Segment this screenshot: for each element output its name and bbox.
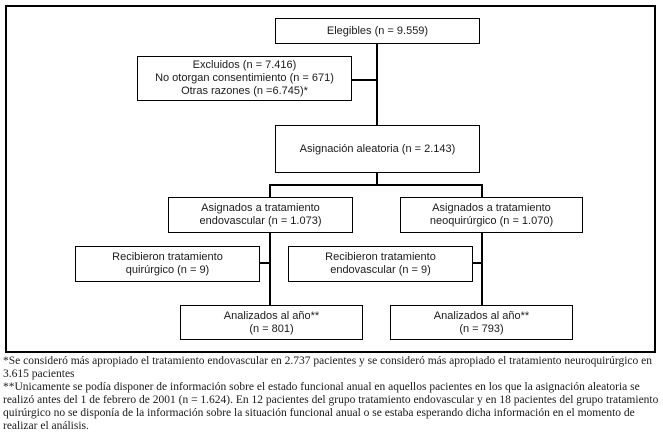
footnote-asterisk: *Se consideró más apropiado el tratamien… (3, 355, 653, 380)
box-asignados-endovascular: Asignados a tratamiento endovascular (n … (168, 197, 353, 233)
box-analizados-neoquirurgico: Analizados al año** (n = 793) (390, 305, 573, 340)
connector-excluidos (352, 79, 377, 81)
connector-branch-left-drop (269, 184, 271, 198)
box-recibieron-quirurgico: Recibieron tratamiento quirúrgico (n = 9… (75, 246, 260, 282)
box-recibieron-quirurgico-line2: quirúrgico (n = 9) (125, 264, 210, 276)
box-analizados-neoquirurgico-line1: Analizados al año** (433, 309, 530, 322)
footnotes: *Se consideró más apropiado el tratamien… (3, 355, 661, 433)
box-elegibles: Elegibles (n = 9.559) (275, 18, 480, 44)
box-recibieron-endovascular-line1: Recibieron tratamiento (325, 251, 436, 263)
connector-endovascular-to-analizados (269, 233, 271, 305)
connector-branch-right-drop (481, 184, 483, 198)
box-recibieron-endovascular: Recibieron tratamiento endovascular (n =… (288, 246, 473, 282)
box-analizados-neoquirurgico-line2: (n = 793) (459, 322, 504, 335)
box-analizados-endovascular-line1: Analizados al año** (223, 309, 320, 322)
box-asignados-endovascular-line1: Asignados a tratamiento (201, 202, 320, 214)
connector-elegibles-to-asignacion (376, 44, 378, 125)
box-asignados-neoquirurgico-line1: Asignados a tratamiento (432, 202, 551, 214)
box-excluidos-line2: No otorgan consentimiento (n = 671) (155, 72, 334, 84)
box-recibieron-endovascular-line2: endovascular (n = 9) (330, 264, 431, 276)
box-excluidos: Excluidos (n = 7.416) No otorgan consent… (137, 56, 352, 101)
box-asignacion-aleatoria: Asignación aleatoria (n = 2.143) (275, 125, 480, 173)
box-asignados-neoquirurgico-line2: neoquirúrgico (n = 1.070) (429, 215, 554, 227)
box-excluidos-line1: Excluidos (n = 7.416) (192, 59, 297, 71)
box-asignados-endovascular-line2: endovascular (n = 1.073) (199, 215, 322, 227)
connector-recibieron-quirurgico (259, 262, 270, 264)
footnote-double-asterisk: **Unicamente se podía disponer de inform… (3, 381, 659, 432)
box-elegibles-label: Elegibles (n = 9.559) (326, 24, 429, 37)
box-asignados-neoquirurgico: Asignados a tratamiento neoquirúrgico (n… (400, 197, 583, 233)
connector-branch-horizontal (269, 184, 483, 186)
box-analizados-endovascular-line2: (n = 801) (249, 322, 294, 335)
connector-recibieron-endovascular (472, 262, 482, 264)
box-asignacion-label: Asignación aleatoria (n = 2.143) (299, 142, 456, 155)
connector-neoquirurgico-to-analizados (481, 233, 483, 305)
connector-asignacion-stub (376, 173, 378, 186)
box-recibieron-quirurgico-line1: Recibieron tratamiento (112, 251, 223, 263)
box-excluidos-line3: Otras razones (n =6.745)* (181, 85, 308, 97)
box-analizados-endovascular: Analizados al año** (n = 801) (180, 305, 363, 340)
